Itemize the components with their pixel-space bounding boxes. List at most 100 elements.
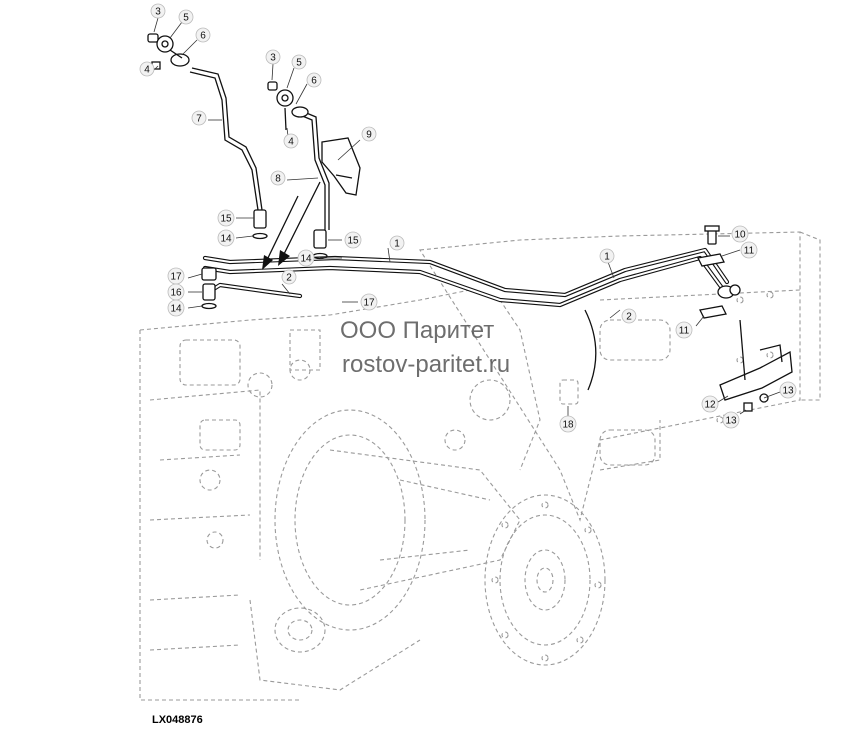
callout-bubble bbox=[344, 231, 362, 249]
callout-bubble bbox=[701, 395, 719, 413]
callout-8: 8 bbox=[270, 170, 286, 186]
callout-15: 15 bbox=[217, 209, 235, 227]
callout-bubble bbox=[178, 9, 194, 25]
callout-5: 5 bbox=[178, 9, 194, 25]
callout-2: 2 bbox=[621, 308, 637, 324]
callout-number: 12 bbox=[704, 400, 716, 411]
callout-number: 8 bbox=[275, 174, 281, 185]
callout-9: 9 bbox=[361, 126, 377, 142]
callout-7: 7 bbox=[191, 110, 207, 126]
clamp-11-upper bbox=[697, 253, 725, 267]
callout-number: 10 bbox=[734, 230, 746, 241]
callout-3: 3 bbox=[265, 49, 281, 65]
figure-id-label: LX048876 bbox=[152, 714, 203, 726]
callout-number: 15 bbox=[347, 236, 359, 247]
callout-3: 3 bbox=[150, 3, 166, 19]
callout-bubble bbox=[559, 415, 577, 433]
callout-bubble bbox=[297, 249, 315, 267]
ghost-axle-carrier bbox=[249, 409, 521, 691]
watermark-line-1: ООО Паритет bbox=[340, 317, 494, 344]
callout-number: 17 bbox=[363, 298, 375, 309]
callout-bubble bbox=[150, 3, 166, 19]
callout-bubble bbox=[195, 27, 211, 43]
callout-number: 13 bbox=[782, 386, 794, 397]
callout-14: 14 bbox=[217, 229, 235, 247]
callout-11: 11 bbox=[675, 321, 693, 339]
watermark-line-2: rostov-paritet.ru bbox=[342, 351, 510, 378]
callout-13: 13 bbox=[779, 381, 797, 399]
callout-bubble bbox=[281, 269, 297, 285]
callout-number: 3 bbox=[155, 7, 161, 18]
brake-line-7 bbox=[189, 67, 263, 211]
shield-part-9 bbox=[321, 137, 361, 196]
callout-bubble bbox=[306, 72, 322, 88]
bracket-12 bbox=[719, 319, 793, 401]
callout-number: 14 bbox=[300, 254, 312, 265]
callout-bubble bbox=[191, 110, 207, 126]
callout-12: 12 bbox=[701, 395, 719, 413]
callout-bubble bbox=[360, 293, 378, 311]
callout-bubble bbox=[217, 229, 235, 247]
callout-bubble bbox=[779, 381, 797, 399]
callout-18: 18 bbox=[559, 415, 577, 433]
callout-bubble bbox=[361, 126, 377, 142]
callout-11: 11 bbox=[740, 241, 758, 259]
callout-number: 1 bbox=[604, 252, 610, 263]
callout-bubble bbox=[599, 248, 615, 264]
fitting-stack-16-17 bbox=[201, 267, 217, 310]
callout-number: 5 bbox=[296, 58, 302, 69]
callout-6: 6 bbox=[195, 27, 211, 43]
callout-number: 6 bbox=[311, 76, 317, 87]
callout-number: 13 bbox=[725, 416, 737, 427]
callout-1: 1 bbox=[389, 235, 405, 251]
watermark: ООО Паритет rostov-paritet.ru bbox=[340, 317, 510, 378]
callout-number: 2 bbox=[626, 312, 632, 323]
callout-bubble bbox=[291, 54, 307, 70]
callout-17: 17 bbox=[360, 293, 378, 311]
callout-number: 5 bbox=[183, 13, 189, 24]
callout-number: 4 bbox=[288, 137, 294, 148]
callout-bubble bbox=[265, 49, 281, 65]
brake-line-2 bbox=[209, 282, 303, 299]
tee-fitting-right bbox=[717, 284, 741, 299]
callout-16: 16 bbox=[167, 283, 185, 301]
callout-bubble bbox=[167, 299, 185, 317]
clip-18 bbox=[559, 379, 579, 405]
callout-number: 6 bbox=[200, 31, 206, 42]
callout-bubble bbox=[740, 241, 758, 259]
brake-line-8 bbox=[299, 111, 330, 230]
callout-number: 15 bbox=[220, 214, 232, 225]
callout-17: 17 bbox=[167, 267, 185, 285]
callout-number: 1 bbox=[394, 239, 400, 250]
callout-number: 14 bbox=[170, 304, 182, 315]
callout-6: 6 bbox=[306, 72, 322, 88]
clamp-11-lower bbox=[699, 305, 727, 319]
callout-bubble bbox=[675, 321, 693, 339]
callout-13: 13 bbox=[722, 411, 740, 429]
callout-number: 7 bbox=[196, 114, 202, 125]
callout-number: 18 bbox=[562, 420, 574, 431]
callout-number: 3 bbox=[270, 53, 276, 64]
leader-lines bbox=[153, 17, 781, 416]
fitting-15-left bbox=[252, 209, 268, 240]
callout-number: 14 bbox=[220, 234, 232, 245]
callout-14: 14 bbox=[297, 249, 315, 267]
callout-10: 10 bbox=[731, 225, 749, 243]
banjo-fitting-assembly-center bbox=[267, 81, 309, 131]
callout-5: 5 bbox=[291, 54, 307, 70]
callout-bubble bbox=[217, 209, 235, 227]
callout-15: 15 bbox=[344, 231, 362, 249]
nut-13 bbox=[743, 393, 769, 412]
callout-bubble bbox=[722, 411, 740, 429]
callout-2: 2 bbox=[281, 269, 297, 285]
fitting-15-center bbox=[312, 229, 328, 260]
clamp-bolt-10 bbox=[704, 225, 720, 245]
callout-4: 4 bbox=[283, 133, 299, 149]
callout-bubble bbox=[139, 61, 155, 77]
callout-number: 17 bbox=[170, 272, 182, 283]
callout-bubble bbox=[270, 170, 286, 186]
assembly-arrows bbox=[262, 181, 321, 270]
